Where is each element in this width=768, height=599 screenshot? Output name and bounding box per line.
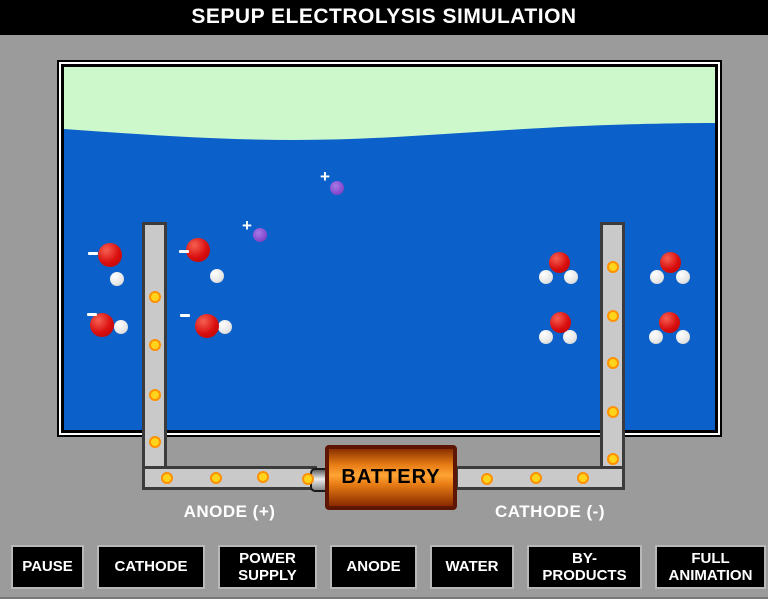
electron xyxy=(607,406,619,418)
oxygen-atom xyxy=(659,251,681,273)
electron xyxy=(149,436,161,448)
minus-charge xyxy=(180,313,190,317)
electron xyxy=(607,453,619,465)
window-bottom-edge xyxy=(0,597,768,599)
hydrogen-atom xyxy=(650,270,664,284)
hydrogen-atom xyxy=(114,320,128,334)
water xyxy=(64,123,715,430)
hydrogen-atom xyxy=(110,272,124,286)
button-cathode[interactable]: CATHODE xyxy=(97,545,205,589)
minus-charge xyxy=(179,249,189,253)
electron xyxy=(607,310,619,322)
oxygen-atom xyxy=(658,311,680,333)
hydrogen-ion xyxy=(330,181,344,195)
button-anode[interactable]: ANODE xyxy=(330,545,417,589)
button-bar: PAUSE CATHODE POWER SUPPLY ANODE WATER BY- PR… xyxy=(11,545,766,589)
hydrogen-atom xyxy=(539,270,553,284)
hydrogen-atom xyxy=(564,270,578,284)
minus-charge xyxy=(87,312,97,316)
electron xyxy=(481,473,493,485)
plus-charge: + xyxy=(242,216,252,235)
electron xyxy=(607,261,619,273)
battery: BATTERY xyxy=(325,445,457,510)
water-surface xyxy=(64,123,715,430)
hydrogen-atom xyxy=(539,330,553,344)
button-power-supply[interactable]: POWER SUPPLY xyxy=(218,545,317,589)
battery-label: BATTERY xyxy=(341,466,441,488)
electron xyxy=(257,471,269,483)
hydrogen-ion xyxy=(253,228,267,242)
oxygen-atom xyxy=(548,251,570,273)
anode-wire-corner xyxy=(145,469,164,487)
electron xyxy=(149,389,161,401)
electron xyxy=(149,339,161,351)
electron xyxy=(302,473,314,485)
electron xyxy=(161,472,173,484)
cathode-label: CATHODE (-) xyxy=(495,502,605,521)
hydrogen-atom xyxy=(676,270,690,284)
button-by-products[interactable]: BY- PRODUCTS xyxy=(527,545,642,589)
title-bar: SEPUP ELECTROLYSIS SIMULATION xyxy=(0,0,768,35)
electron xyxy=(530,472,542,484)
electron xyxy=(577,472,589,484)
anode-label: ANODE (+) xyxy=(183,502,276,521)
oxygen-atom xyxy=(186,238,210,262)
oxygen-atom xyxy=(195,314,219,338)
button-water[interactable]: WATER xyxy=(430,545,514,589)
hydrogen-atom xyxy=(210,269,224,283)
page-title: SEPUP ELECTROLYSIS SIMULATION xyxy=(191,5,577,28)
electron xyxy=(607,357,619,369)
minus-charge xyxy=(88,251,98,255)
oxygen-atom xyxy=(90,313,114,337)
hydrogen-atom xyxy=(676,330,690,344)
oxygen-atom xyxy=(549,311,571,333)
anode-electrode xyxy=(142,222,167,490)
plus-charge: + xyxy=(320,167,330,186)
hydrogen-atom xyxy=(563,330,577,344)
cathode-wire-corner xyxy=(603,469,622,487)
button-pause[interactable]: PAUSE xyxy=(11,545,84,589)
electron xyxy=(149,291,161,303)
hydrogen-atom xyxy=(649,330,663,344)
oxygen-atom xyxy=(98,243,122,267)
electron xyxy=(210,472,222,484)
button-full-animation[interactable]: FULL ANIMATION xyxy=(655,545,766,589)
hydrogen-atom xyxy=(218,320,232,334)
